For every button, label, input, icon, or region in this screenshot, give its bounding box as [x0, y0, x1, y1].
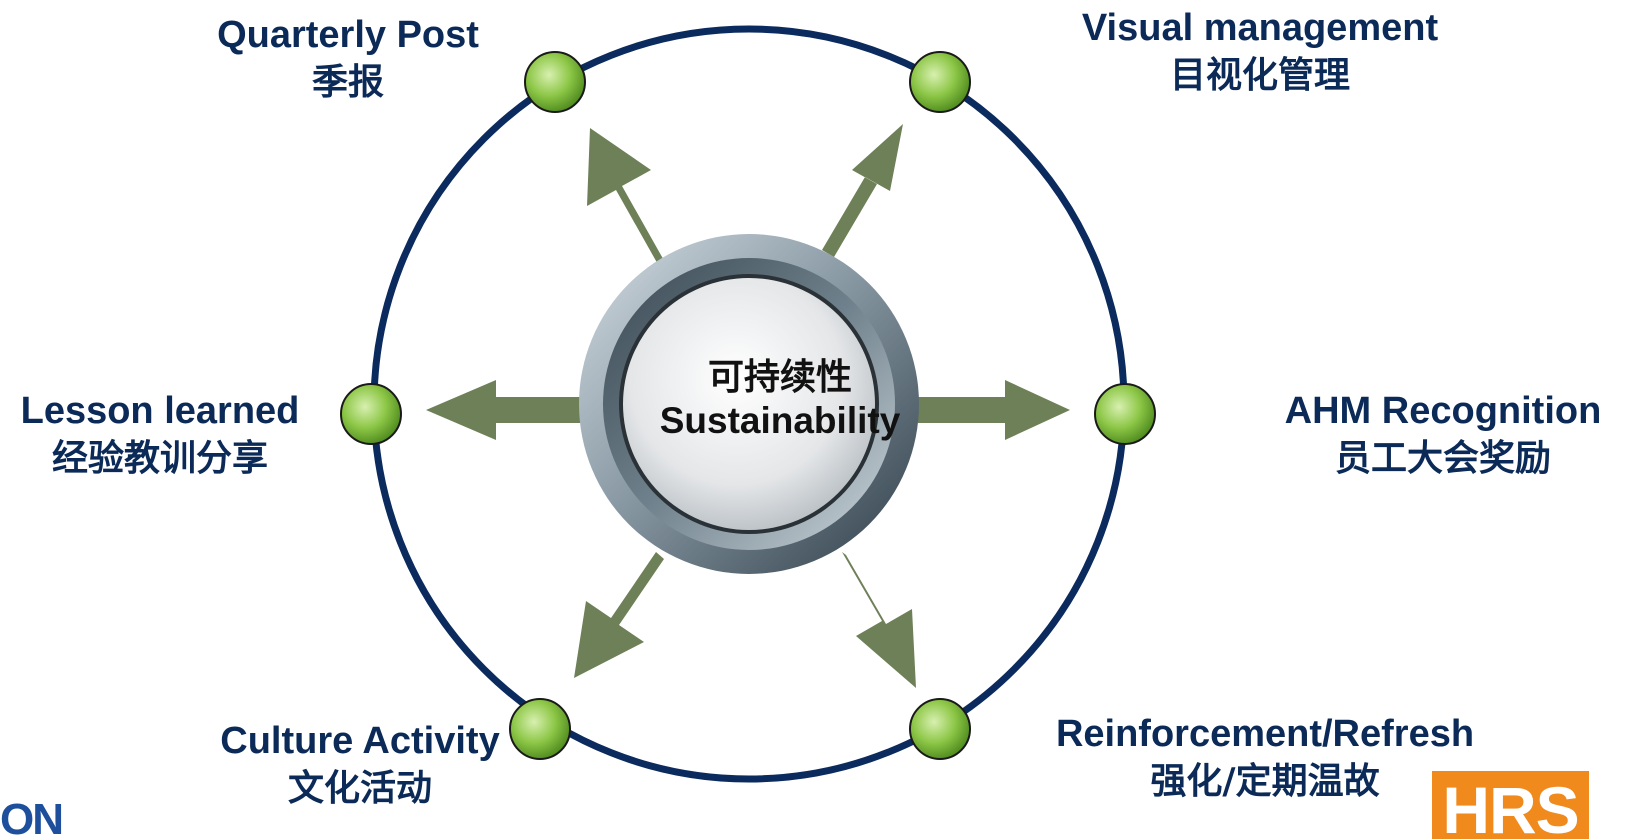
label-en: Reinforcement/Refresh — [1055, 713, 1475, 755]
label-culture-activity: Culture Activity 文化活动 — [190, 718, 530, 811]
node-reinforcement-refresh — [909, 698, 971, 760]
label-zh: 目视化管理 — [1169, 54, 1350, 96]
label-lesson-learned: Lesson learned 经验教训分享 — [0, 388, 320, 481]
node-lesson-learned — [340, 383, 402, 445]
label-en: Culture Activity — [220, 720, 500, 762]
arrows — [426, 124, 1070, 688]
center-title: 可持续性 Sustainability — [640, 356, 920, 444]
partner-logo: ON — [0, 800, 62, 839]
label-en: Quarterly Post — [217, 14, 479, 56]
arrow-visual-management — [822, 124, 903, 257]
label-visual-management: Visual management 目视化管理 — [1040, 5, 1480, 98]
label-quarterly-post: Quarterly Post 季报 — [178, 12, 518, 105]
node-quarterly-post — [524, 51, 586, 113]
label-zh: 员工大会奖励 — [1334, 437, 1551, 479]
label-en: AHM Recognition — [1284, 390, 1602, 432]
node-visual-management — [909, 51, 971, 113]
node-culture-activity — [509, 698, 571, 760]
arrow-reinforcement-refresh — [842, 552, 916, 688]
label-zh: 强化/定期温故 — [1150, 760, 1380, 802]
center-title-en: Sustainability — [659, 400, 901, 442]
node-ahm-recognition — [1094, 383, 1156, 445]
label-ahm-recognition: AHM Recognition 员工大会奖励 — [1258, 388, 1628, 481]
arrow-ahm-recognition — [918, 380, 1070, 440]
label-reinforcement-refresh: Reinforcement/Refresh 强化/定期温故 — [1045, 711, 1485, 804]
center-title-zh: 可持续性 — [707, 357, 852, 398]
label-zh: 经验教训分享 — [51, 437, 268, 479]
label-en: Visual management — [1081, 7, 1439, 49]
label-en: Lesson learned — [20, 390, 300, 432]
center-button — [579, 234, 919, 574]
label-zh: 文化活动 — [287, 767, 432, 809]
label-zh: 季报 — [311, 61, 384, 103]
arrow-lesson-learned — [426, 380, 583, 440]
arrow-quarterly-post — [587, 128, 666, 268]
nodes — [340, 51, 1156, 760]
hrs-logo: HRS — [1432, 771, 1589, 839]
arrow-culture-activity — [574, 552, 664, 678]
